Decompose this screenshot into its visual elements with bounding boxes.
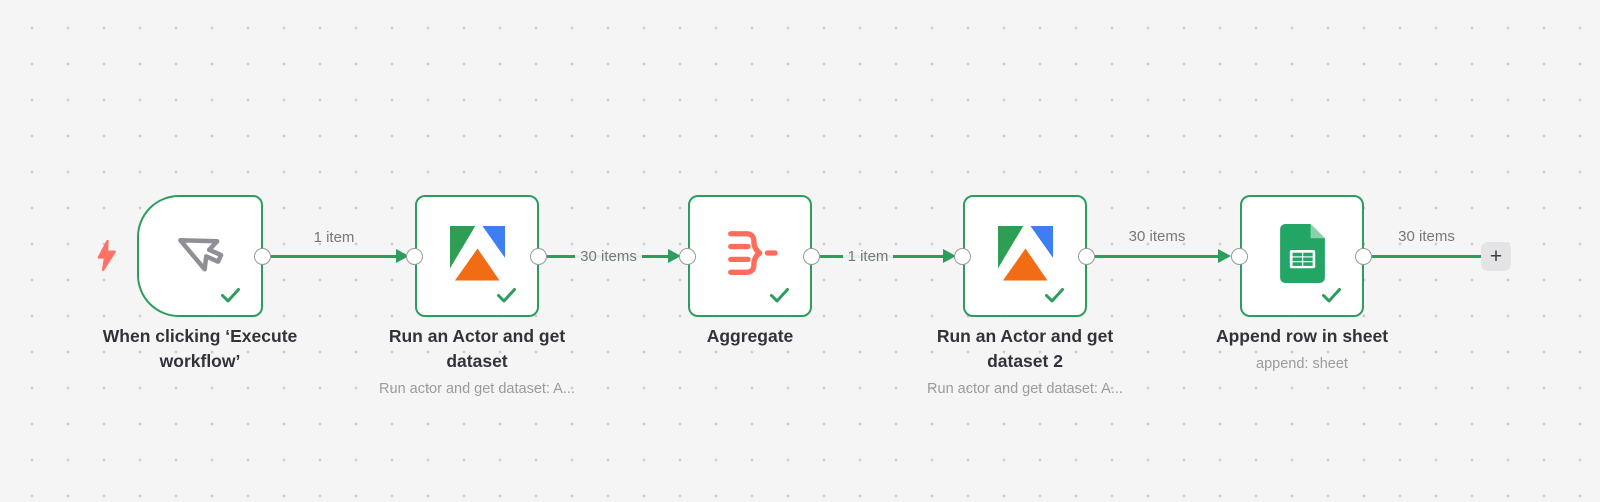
success-check-icon [497, 288, 516, 303]
node-manual-trigger[interactable] [137, 195, 263, 317]
connection-items-label: 1 item [313, 229, 355, 246]
connection-arrowhead-icon [668, 249, 681, 263]
connection-line[interactable] [271, 255, 397, 258]
output-port[interactable] [803, 248, 820, 265]
input-port[interactable] [1231, 248, 1248, 265]
execution-bolt-icon [97, 239, 116, 272]
output-port[interactable] [530, 248, 547, 265]
node-subtitle: Run actor and get dataset: A... [379, 381, 575, 397]
connection-items-label: 1 item [820, 248, 944, 266]
cursor-icon [178, 238, 224, 272]
node-title: Append row in sheet append: sheet [1172, 324, 1432, 374]
output-port[interactable] [1078, 248, 1095, 265]
connection-arrowhead-icon [396, 249, 409, 263]
connection-items-label: 30 items [1398, 228, 1455, 245]
input-port[interactable] [406, 248, 423, 265]
node-title: Run an Actor and get dataset 2 Run actor… [910, 324, 1140, 399]
success-check-icon [1322, 288, 1341, 303]
input-port[interactable] [954, 248, 971, 265]
input-port[interactable] [679, 248, 696, 265]
node-title: Aggregate [706, 326, 794, 346]
success-check-icon [1045, 288, 1064, 303]
node-subtitle: Run actor and get dataset: A... [927, 381, 1123, 397]
node-apify-run-actor-2[interactable] [963, 195, 1087, 317]
node-apify-run-actor-1[interactable] [415, 195, 539, 317]
connection-line[interactable] [1372, 255, 1481, 258]
add-node-button[interactable]: + [1481, 242, 1511, 271]
node-google-sheets[interactable] [1240, 195, 1364, 317]
apify-icon [997, 225, 1053, 280]
output-port[interactable] [1355, 248, 1372, 265]
connection-line[interactable] [1095, 255, 1219, 258]
success-check-icon [221, 288, 240, 303]
aggregate-icon [728, 231, 778, 275]
node-title: Run an Actor and get dataset Run actor a… [362, 324, 592, 399]
node-title: When clicking ‘Execute workflow’ [102, 326, 298, 371]
apify-icon [449, 225, 505, 280]
connection-items-label: 30 items [547, 248, 670, 266]
connection-arrowhead-icon [1218, 249, 1231, 263]
success-check-icon [770, 288, 789, 303]
node-aggregate[interactable] [688, 195, 812, 317]
connection-arrowhead-icon [943, 249, 956, 263]
node-subtitle: append: sheet [1256, 356, 1348, 372]
connection-items-label: 30 items [1128, 228, 1186, 245]
google-sheets-icon [1279, 223, 1325, 283]
output-port[interactable] [254, 248, 271, 265]
